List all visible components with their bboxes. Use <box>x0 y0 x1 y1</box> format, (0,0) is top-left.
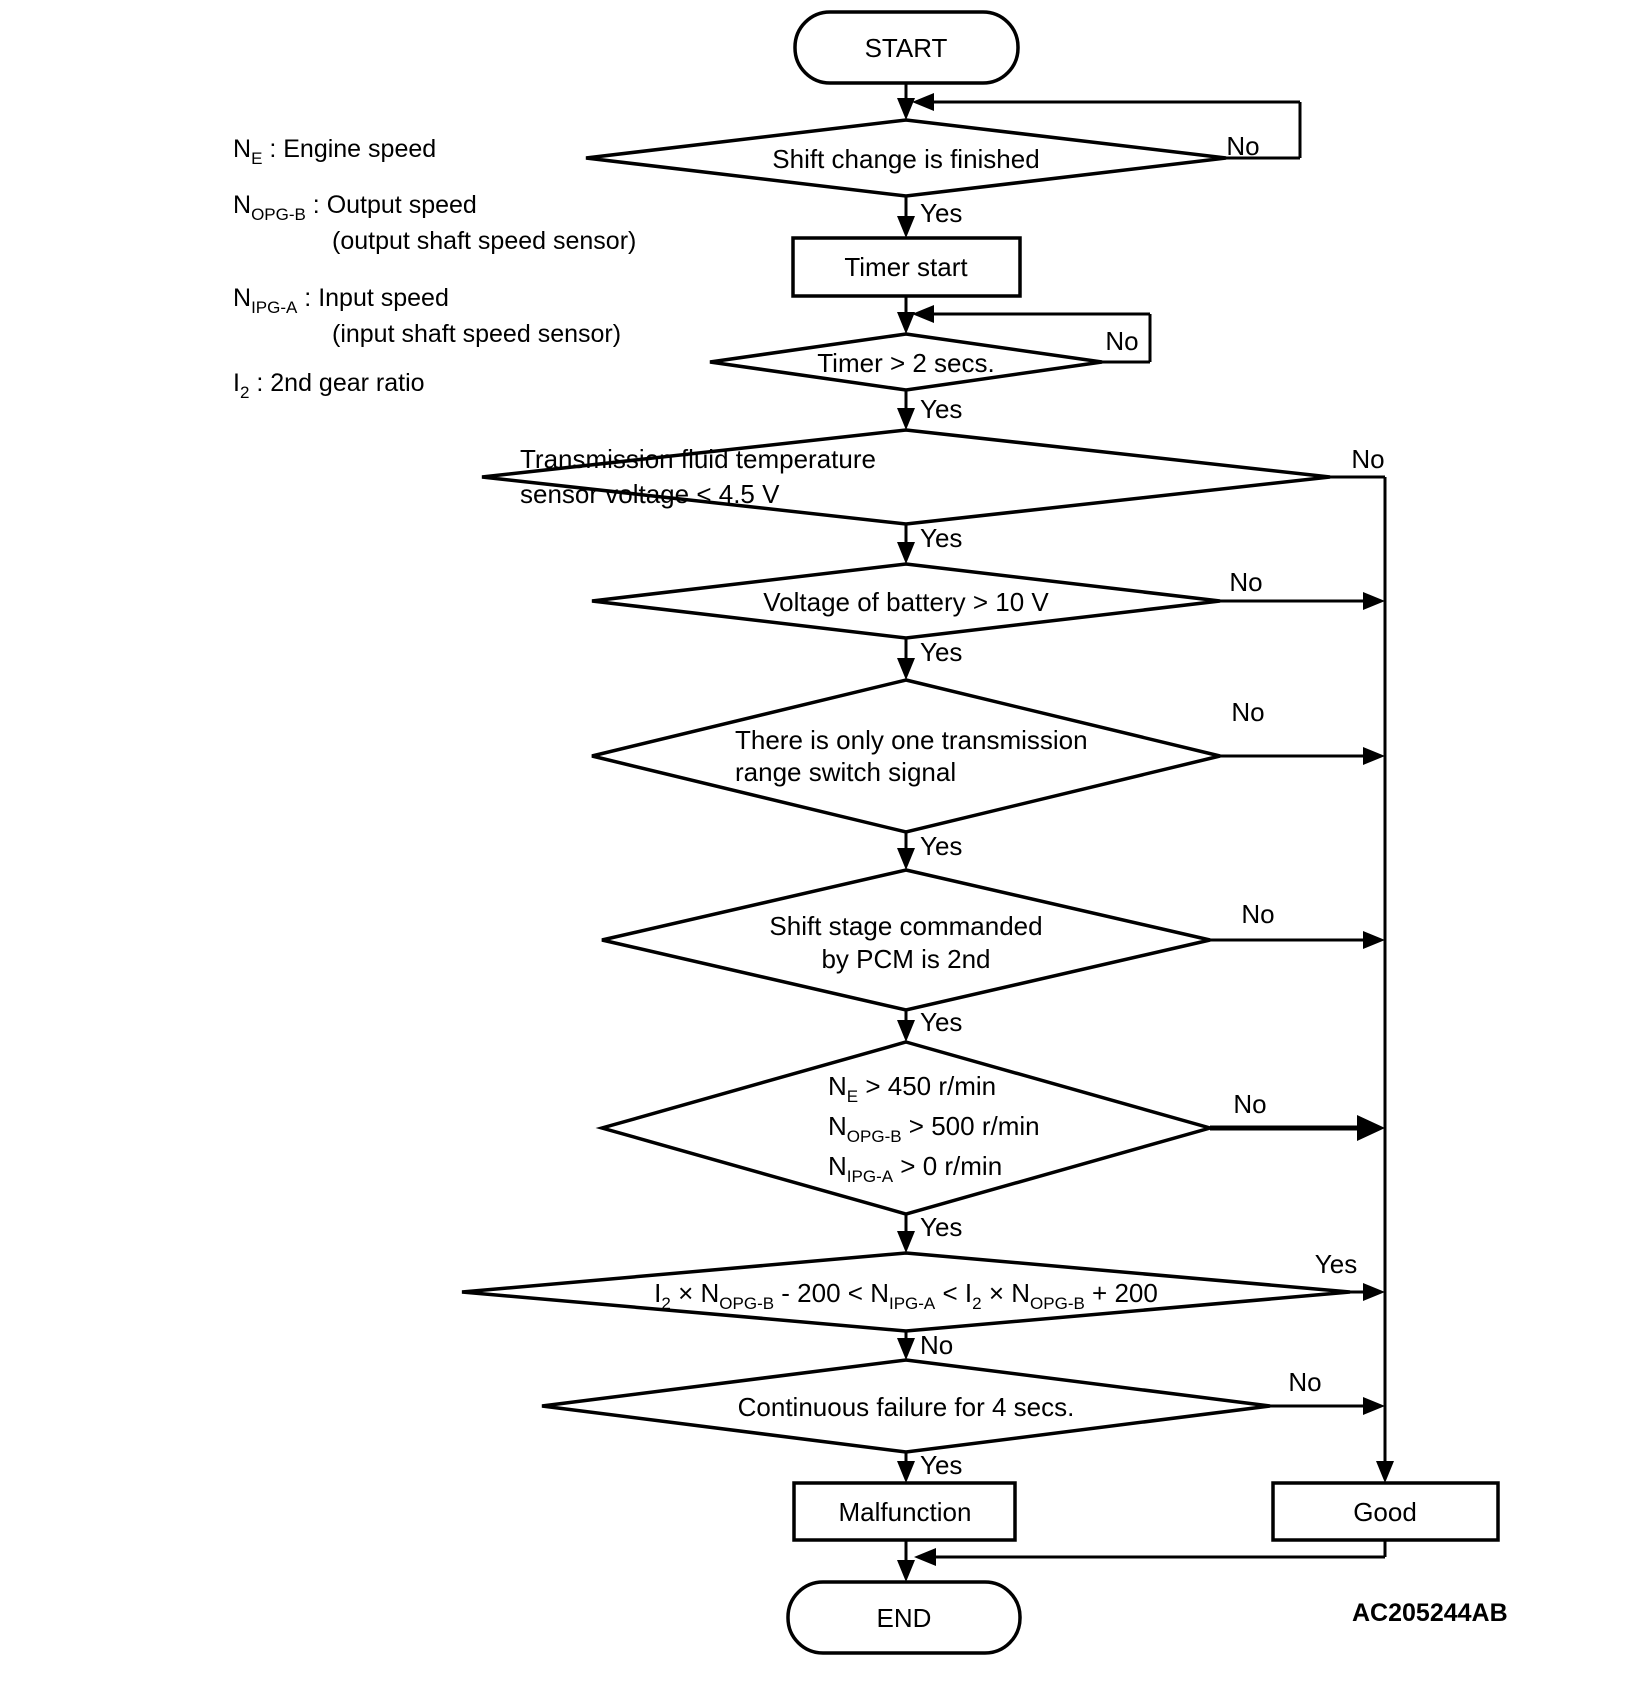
d8-no-label: No <box>920 1330 953 1360</box>
decision-fluid-temp-line2: sensor voltage < 4.5 V <box>520 479 780 509</box>
decision-timer: Timer > 2 secs. <box>709 332 1103 392</box>
end-node: END <box>786 1580 1022 1655</box>
decision-gear-ratio-formula: I2 × NOPG-B - 200 < NIPG-A < I2 × NOPG-B… <box>654 1278 1158 1313</box>
good-box <box>1271 1481 1500 1542</box>
arrow-into-d3 <box>897 408 915 430</box>
arrow-into-d4 <box>897 542 915 564</box>
arrow-d7-into-collector <box>1357 1115 1385 1141</box>
d6-no-label: No <box>1241 899 1274 929</box>
arrow-into-d8 <box>897 1231 915 1253</box>
arrowheads <box>897 93 1394 1582</box>
decision-fluid-temp: Transmission fluid temperature sensor vo… <box>481 428 1331 526</box>
arrow-into-timer <box>897 216 915 238</box>
decision-fluid-temp-line1: Transmission fluid temperature <box>520 444 876 474</box>
decision-gear-ratio-diamond <box>461 1251 1351 1333</box>
d4-no-label: No <box>1229 567 1262 597</box>
decision-range-switch-line2: range switch signal <box>735 757 956 787</box>
d8-yes-label: Yes <box>1315 1249 1357 1279</box>
malfunction-node: Malfunction <box>792 1481 1017 1542</box>
good-label: Good <box>1353 1497 1417 1527</box>
decision-shift-stage-diamond <box>601 868 1211 1012</box>
arrow-into-d2 <box>897 312 915 334</box>
good-node: Good <box>1271 1481 1500 1542</box>
d1-no-label: No <box>1226 131 1259 161</box>
arrow-into-malfunction <box>897 1461 915 1483</box>
d5-no-label: No <box>1231 697 1264 727</box>
arrow-d8-into-collector <box>1363 1283 1385 1301</box>
arrow-loop2-into-spine <box>912 305 934 323</box>
decision-fluid-temp-diamond <box>481 428 1331 526</box>
d7-yes-label: Yes <box>920 1212 962 1242</box>
timer-start-box <box>791 236 1022 298</box>
timer-start-node: Timer start <box>791 236 1022 298</box>
d4-yes-label: Yes <box>920 637 962 667</box>
decision-shift-stage: Shift stage commanded by PCM is 2nd <box>601 868 1211 1012</box>
decision-shift-change: Shift change is finished <box>585 118 1227 198</box>
arrow-merge-into-spine <box>914 1548 936 1566</box>
decision-gear-ratio: I2 × NOPG-B - 200 < NIPG-A < I2 × NOPG-B… <box>461 1251 1351 1333</box>
arrow-into-d9 <box>897 1338 915 1360</box>
decision-speeds: NE > 450 r/min NOPG-B > 500 r/min NIPG-A… <box>595 1040 1217 1216</box>
end-label: END <box>877 1603 932 1633</box>
decision-shift-stage-line2: by PCM is 2nd <box>821 944 990 974</box>
start-node: START <box>793 10 1020 85</box>
decision-shift-change-diamond <box>585 118 1227 198</box>
arrow-into-good <box>1376 1461 1394 1483</box>
arrow-d5-into-collector <box>1363 747 1385 765</box>
decision-battery: Voltage of battery > 10 V <box>591 562 1221 640</box>
decision-continuous-failure: Continuous failure for 4 secs. <box>541 1358 1271 1454</box>
decision-speeds-line3: NIPG-A > 0 r/min <box>828 1151 1002 1186</box>
edges <box>904 83 1387 1578</box>
decision-timer-diamond <box>709 332 1103 392</box>
decision-timer-label: Timer > 2 secs. <box>817 348 994 378</box>
arrow-d4-into-collector <box>1363 592 1385 610</box>
d6-yes-label: Yes <box>920 1007 962 1037</box>
legend-input-speed-line2: (input shaft speed sensor) <box>332 320 621 348</box>
decision-range-switch-diamond <box>591 678 1221 834</box>
d3-yes-label: Yes <box>920 523 962 553</box>
decision-speeds-line1: NE > 450 r/min <box>828 1071 996 1106</box>
decision-shift-stage-line1: Shift stage commanded <box>769 911 1042 941</box>
decision-range-switch-line1: There is only one transmission <box>735 725 1088 755</box>
decision-shift-change-label: Shift change is finished <box>772 144 1039 174</box>
end-capsule <box>786 1580 1022 1655</box>
legend-input-speed: NIPG-A : Input speed <box>233 284 449 317</box>
decision-battery-label: Voltage of battery > 10 V <box>763 587 1049 617</box>
arrow-into-end <box>897 1560 915 1582</box>
arrow-into-d5 <box>897 658 915 680</box>
d2-no-label: No <box>1105 326 1138 356</box>
d2-yes-label: Yes <box>920 394 962 424</box>
arrow-loop1-into-spine <box>912 93 934 111</box>
timer-start-label: Timer start <box>844 252 968 282</box>
d9-no-label: No <box>1288 1367 1321 1397</box>
reference-code: AC205244AB <box>1352 1599 1508 1627</box>
malfunction-label: Malfunction <box>839 1497 972 1527</box>
legend: NE : Engine speed NOPG-B : Output speed … <box>233 135 636 402</box>
legend-output-speed-line2: (output shaft speed sensor) <box>332 227 636 255</box>
decision-speeds-line2: NOPG-B > 500 r/min <box>828 1111 1040 1146</box>
legend-gear-ratio: I2 : 2nd gear ratio <box>233 369 425 402</box>
arrow-into-d1 <box>897 98 915 120</box>
malfunction-box <box>792 1481 1017 1542</box>
arrow-d6-into-collector <box>1363 931 1385 949</box>
arrow-into-d6 <box>897 848 915 870</box>
decision-continuous-failure-label: Continuous failure for 4 secs. <box>738 1392 1075 1422</box>
legend-output-speed: NOPG-B : Output speed <box>233 191 477 224</box>
d7-no-label: No <box>1233 1089 1266 1119</box>
arrow-d9-into-collector <box>1363 1397 1385 1415</box>
decision-speeds-diamond <box>595 1040 1217 1216</box>
start-capsule <box>793 10 1020 85</box>
decision-range-switch: There is only one transmission range swi… <box>591 678 1221 834</box>
legend-engine-speed: NE : Engine speed <box>233 135 436 168</box>
arrow-into-d7 <box>897 1020 915 1042</box>
d3-no-label: No <box>1351 444 1384 474</box>
d9-yes-label: Yes <box>920 1450 962 1480</box>
d5-yes-label: Yes <box>920 831 962 861</box>
decision-continuous-failure-diamond <box>541 1358 1271 1454</box>
decision-battery-diamond <box>591 562 1221 640</box>
d1-yes-label: Yes <box>920 198 962 228</box>
start-label: START <box>865 33 948 63</box>
